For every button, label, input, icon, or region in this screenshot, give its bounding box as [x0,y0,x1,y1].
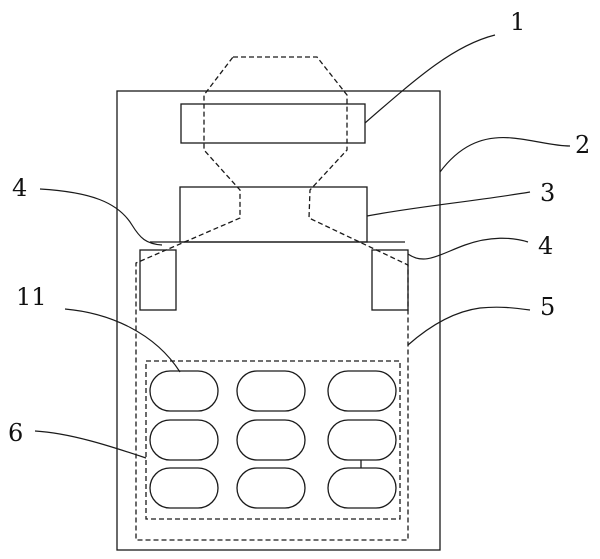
leader-line-6 [34,430,147,459]
label-3: 3 [540,179,555,207]
leader-line-4-left [39,188,163,246]
key-grid [149,370,397,509]
key [236,467,306,509]
left-side-tab [139,249,177,311]
label-2: 2 [575,131,590,159]
key [327,419,397,461]
key [149,467,219,509]
key [327,467,397,509]
label-5: 5 [540,293,555,321]
key [236,419,306,461]
main-housing [116,90,441,551]
label-6: 6 [8,419,23,447]
key [327,370,397,412]
dashed-keypad-region [145,360,401,520]
leader-line-1 [364,34,496,124]
label-4-left: 4 [12,174,27,202]
middle-block-component [179,186,368,243]
label-1: 1 [510,8,525,36]
key [149,419,219,461]
label-11: 11 [16,283,47,311]
dashed-hexagon-outline [135,56,409,541]
leader-line-11 [64,308,181,373]
upper-bar-component [180,103,366,144]
leader-line-3 [366,191,531,217]
leader-line-2 [439,136,571,173]
leader-line-4-right [407,237,529,260]
label-4-right: 4 [538,232,553,260]
leader-line-5 [407,306,531,346]
right-side-tab [371,249,409,311]
key [149,370,219,412]
key [236,370,306,412]
